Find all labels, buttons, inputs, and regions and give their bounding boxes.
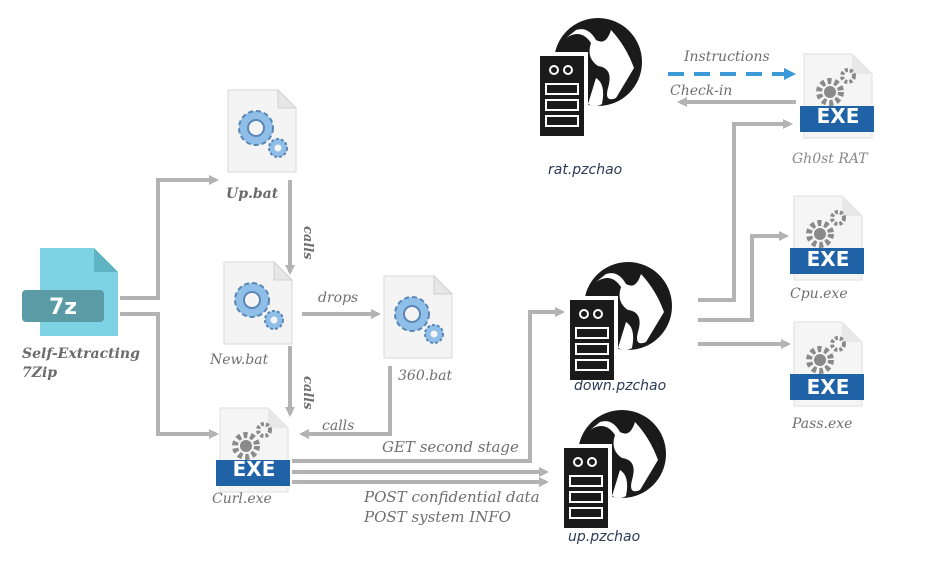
node-rat-server[interactable]: rat.pzchao (535, 17, 643, 178)
edge-sfx-to-curl (120, 312, 219, 439)
node-up-server[interactable]: up.pzchao (559, 409, 667, 545)
edge-curl-get (292, 307, 565, 463)
sfx-label-line1: Self-Extracting (22, 346, 140, 362)
node-sfx-7zip[interactable]: 7z Self-Extracting 7Zip (22, 248, 140, 381)
gh0st-label: Gh0st RAT (792, 151, 869, 167)
sfx-label-line2: 7Zip (22, 365, 57, 381)
archive-badge: 7z (49, 295, 77, 320)
curl-exe-badge: EXE (233, 457, 276, 481)
label-up-calls: calls (300, 226, 315, 260)
label-instructions: Instructions (683, 49, 770, 65)
edge-360-to-curl (299, 366, 392, 439)
label-new-calls: calls (300, 376, 315, 410)
node-pass-exe[interactable]: EXE Pass.exe (790, 322, 864, 432)
node-down-server[interactable]: down.pzchao (565, 261, 673, 394)
up-server-label: up.pzchao (568, 529, 640, 545)
label-post-system-info: POST system INFO (363, 508, 511, 526)
batch-file-icon (223, 261, 293, 345)
new-bat-label: New.bat (209, 352, 269, 368)
edge-down-to-gh0st (698, 119, 793, 302)
server-globe-icon (565, 261, 673, 383)
curl-exe-label: Curl.exe (212, 491, 272, 507)
label-get-second-stage: GET second stage (382, 438, 519, 456)
node-360-bat[interactable]: 360.bat (383, 275, 453, 384)
node-new-bat[interactable]: New.bat (209, 261, 293, 368)
gh0st-exe-badge: EXE (817, 104, 860, 128)
edge-sfx-to-up (120, 175, 219, 300)
server-globe-icon (535, 17, 643, 139)
pass-exe-label: Pass.exe (791, 416, 852, 432)
rat-server-label: rat.pzchao (548, 162, 622, 178)
edge-down-to-cpu (698, 231, 789, 322)
label-post-confidential: POST confidential data (363, 488, 540, 506)
label-drops: drops (318, 290, 358, 306)
batch-file-icon (383, 275, 453, 359)
label-checkin: Check-in (670, 83, 732, 99)
label-360-calls: calls (322, 418, 354, 434)
360-bat-label: 360.bat (398, 368, 452, 384)
node-curl-exe[interactable]: EXE Curl.exe (212, 408, 290, 507)
node-cpu-exe[interactable]: EXE Cpu.exe (790, 196, 864, 302)
node-gh0st-rat[interactable]: EXE Gh0st RAT (792, 54, 874, 167)
server-globe-icon (559, 409, 667, 531)
cpu-exe-label: Cpu.exe (790, 286, 848, 302)
down-server-label: down.pzchao (574, 378, 666, 394)
cpu-exe-badge: EXE (807, 247, 850, 271)
up-bat-label: Up.bat (226, 186, 279, 202)
batch-file-icon (227, 89, 297, 173)
pass-exe-badge: EXE (807, 375, 850, 399)
archive-file-icon (22, 248, 118, 336)
node-up-bat[interactable]: Up.bat (226, 89, 297, 202)
